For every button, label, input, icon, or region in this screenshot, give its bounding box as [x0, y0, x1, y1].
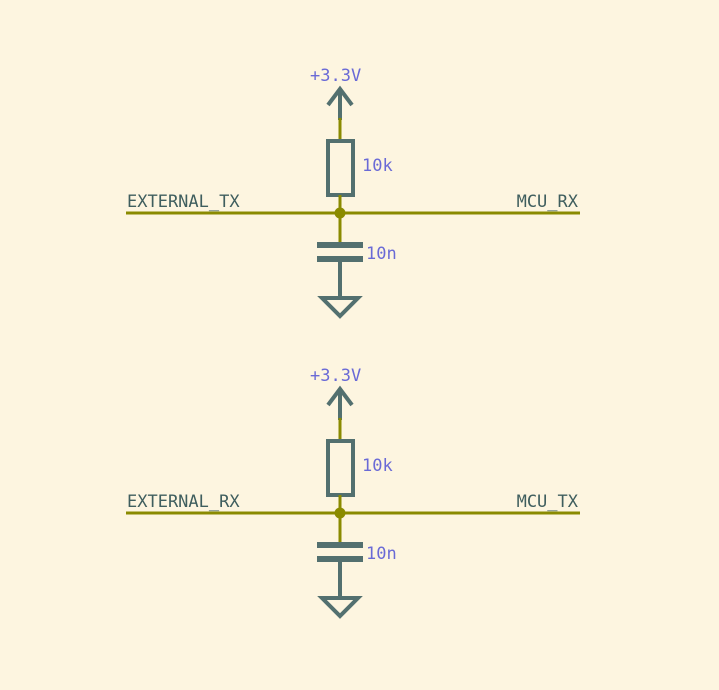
capacitor-value-bottom: 10n	[366, 544, 397, 564]
capacitor-bottom[interactable]	[317, 542, 363, 562]
power-label-bottom: +3.3V	[310, 366, 361, 386]
net-label-external-rx[interactable]: EXTERNAL_RX	[127, 492, 240, 512]
power-label-top: +3.3V	[310, 66, 361, 86]
net-label-external-tx[interactable]: EXTERNAL_TX	[127, 192, 240, 212]
circuit-tx-pullup	[126, 85, 580, 319]
net-label-mcu-rx[interactable]: MCU_RX	[517, 192, 579, 212]
ground-symbol-top[interactable]	[317, 296, 363, 319]
capacitor-value-top: 10n	[366, 244, 397, 264]
power-symbol-3v3-bottom[interactable]	[326, 385, 354, 420]
power-arrow-head	[326, 385, 354, 407]
ground-symbol-bottom[interactable]	[317, 596, 363, 619]
circuit-rx-pullup	[126, 385, 580, 619]
resistor-value-top: 10k	[362, 156, 393, 176]
resistor-body-bottom[interactable]	[326, 439, 355, 497]
net-label-mcu-tx[interactable]: MCU_TX	[517, 492, 579, 512]
resistor-value-bottom: 10k	[362, 456, 393, 476]
power-symbol-3v3-top[interactable]	[326, 85, 354, 120]
resistor-body-top[interactable]	[326, 139, 355, 197]
power-arrow-head	[326, 85, 354, 107]
capacitor-top[interactable]	[317, 242, 363, 262]
